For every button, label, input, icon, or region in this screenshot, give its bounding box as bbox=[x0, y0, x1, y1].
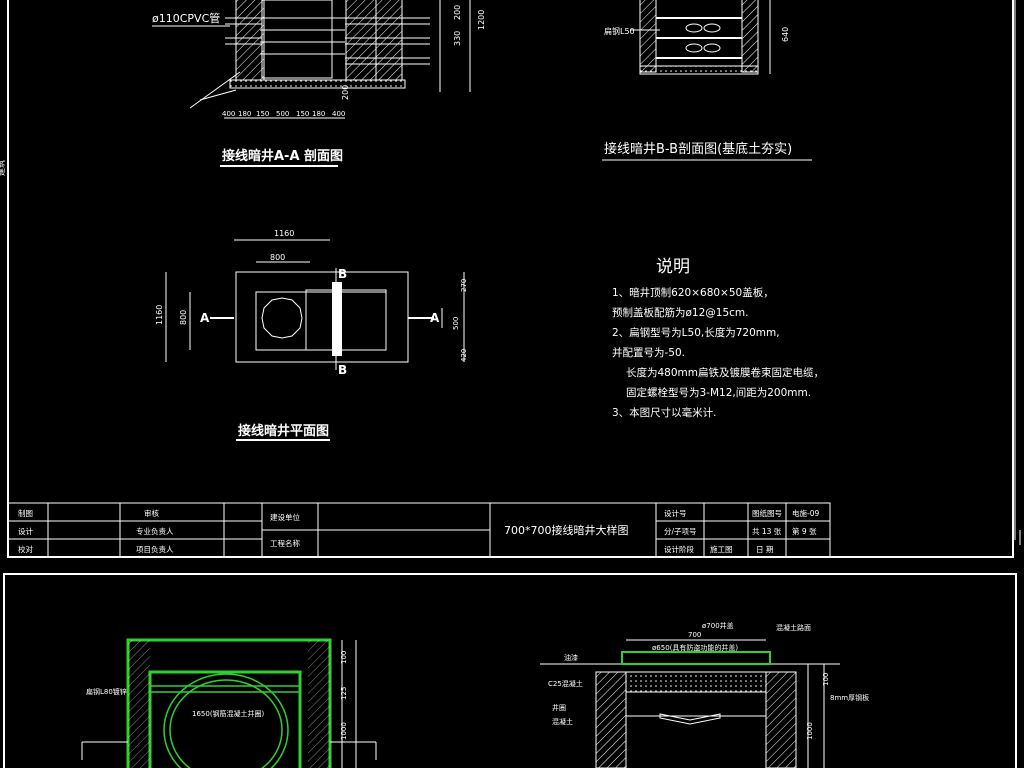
aa-rdim-2: 330 bbox=[453, 31, 462, 46]
plan-dim-right-1: 270 bbox=[460, 279, 468, 292]
plan-view-title: 接线暗井平面图 bbox=[238, 423, 329, 439]
br-label-1: ø700井盖 bbox=[702, 621, 734, 630]
br-label-10: 1000 bbox=[806, 722, 814, 740]
br-label-6: 井圈 bbox=[552, 703, 566, 712]
aa-right-dimensions: 1200 330 200 200 bbox=[341, 0, 486, 100]
plan-dim-right-2: 500 bbox=[452, 317, 460, 330]
notes-line-7: 3、本图尺寸以毫米计. bbox=[612, 406, 717, 419]
tb-r1-c9: 图纸图号 bbox=[752, 508, 782, 518]
plan-dim-left-1: 1160 bbox=[155, 305, 164, 325]
notes-line-2: 预制盖板配筋为ø12@15cm. bbox=[612, 306, 748, 319]
aa-dim-4: 500 bbox=[276, 110, 289, 118]
br-label-11: 100 bbox=[822, 673, 830, 686]
notes-line-5: 长度为480mm扁铁及镀膜卷束固定电缆， bbox=[626, 366, 824, 379]
aa-dim-5: 150 bbox=[296, 110, 309, 118]
tb-r3-c1: 校对 bbox=[18, 544, 33, 554]
aa-rdim-1: 1200 bbox=[477, 10, 486, 30]
top-sheet-frame bbox=[7, 0, 1021, 558]
drawing-name: 700*700接线暗井大样图 bbox=[504, 523, 629, 537]
tb-r2-c9: 共 13 张 bbox=[752, 527, 782, 536]
plan-dim-top-1: 1160 bbox=[274, 229, 294, 238]
bottom-sheet-frame bbox=[3, 573, 1017, 768]
plan-dim-top-2: 800 bbox=[270, 253, 285, 262]
bl-dim-3: 1000 bbox=[340, 722, 348, 740]
aa-dim-7: 400 bbox=[332, 110, 345, 118]
section-aa-title: 接线暗井A-A 剖面图 bbox=[222, 148, 343, 164]
plan-mark-a-left: A bbox=[200, 311, 210, 325]
tb-r3-c7: 设计阶段 bbox=[664, 544, 694, 554]
title-block-grid bbox=[7, 502, 831, 558]
tb-r3-c3: 项目负责人 bbox=[136, 544, 174, 554]
plan-mark-b-bottom: B bbox=[338, 363, 347, 377]
bl-label-2: 1650(钢筋混凝土井圈) bbox=[192, 709, 265, 718]
tb-r1-c1: 制图 bbox=[18, 508, 33, 518]
notes-heading: 说明 bbox=[656, 257, 690, 277]
br-label-7: 混凝土 bbox=[552, 717, 573, 726]
bottom-left-detail bbox=[81, 638, 377, 768]
tb-r1-c3: 审核 bbox=[144, 508, 159, 518]
aa-bottom-dimensions: 400 180 150 500 150 180 400 bbox=[222, 110, 345, 119]
tb-r1-c5: 建设单位 bbox=[270, 512, 300, 522]
tb-r3-c9: 日 期 bbox=[756, 545, 773, 554]
br-label-8: 8mm厚钢板 bbox=[830, 693, 869, 702]
aa-dim-6: 180 bbox=[312, 110, 325, 118]
tb-r2-c3: 专业负责人 bbox=[136, 526, 174, 536]
tb-r2-c7: 分/子项号 bbox=[664, 527, 697, 536]
tb-r3-c8: 施工图 bbox=[710, 544, 733, 554]
bottom-right-detail bbox=[540, 639, 840, 768]
br-label-9: 油漆 bbox=[564, 653, 578, 662]
plan-mark-a-right: A bbox=[430, 311, 440, 325]
notes-line-3: 2、扁钢型号为L50,长度为720mm, bbox=[612, 326, 780, 339]
bl-dim-2: 125 bbox=[340, 687, 348, 700]
plan-dim-right-3: 420 bbox=[460, 349, 468, 362]
br-label-4: 混凝土路面 bbox=[776, 623, 811, 632]
notes-line-4: 并配置号为-50. bbox=[612, 346, 685, 359]
plan-dim-left-2: 800 bbox=[179, 310, 188, 325]
bb-rdim-1: 640 bbox=[781, 27, 790, 42]
br-label-3: 700 bbox=[688, 631, 701, 639]
aa-pipe-label: ø110CPVC管 bbox=[152, 11, 220, 25]
tb-r2-c10: 第 9 张 bbox=[792, 526, 817, 536]
section-aa-drawing bbox=[189, 0, 430, 109]
bl-label-1: 扁钢L80镀锌 bbox=[86, 687, 127, 696]
sheet-side-label: 建筑 bbox=[0, 160, 6, 176]
br-label-2: ø650(具有防盗功能的井盖) bbox=[652, 643, 738, 652]
bb-side-label: 扁钢L50 bbox=[604, 26, 635, 36]
aa-rdim-4: 200 bbox=[341, 85, 350, 100]
aa-dim-2: 180 bbox=[238, 110, 251, 118]
tb-r1-c10: 电施-09 bbox=[792, 508, 819, 518]
tb-r2-c1: 设计 bbox=[18, 526, 33, 536]
aa-rdim-3: 200 bbox=[453, 5, 462, 20]
notes-line-1: 1、暗井顶制620×680×50盖板， bbox=[612, 286, 774, 299]
notes-line-6: 固定螺栓型号为3-M12,间距为200mm. bbox=[626, 386, 811, 399]
section-bb-title: 接线暗井B-B剖面图(基底土夯实) bbox=[604, 141, 792, 157]
tb-r2-c5: 工程名称 bbox=[270, 538, 300, 548]
aa-dim-1: 400 bbox=[222, 110, 235, 118]
section-bb-drawing bbox=[630, 0, 771, 75]
br-label-5: C25混凝土 bbox=[548, 679, 583, 688]
plan-mark-b-top: B bbox=[338, 267, 347, 281]
aa-dim-3: 150 bbox=[256, 110, 269, 118]
tb-r1-c7: 设计号 bbox=[664, 508, 687, 518]
plan-view-drawing bbox=[165, 239, 465, 370]
bl-dim-1: 100 bbox=[340, 651, 348, 664]
